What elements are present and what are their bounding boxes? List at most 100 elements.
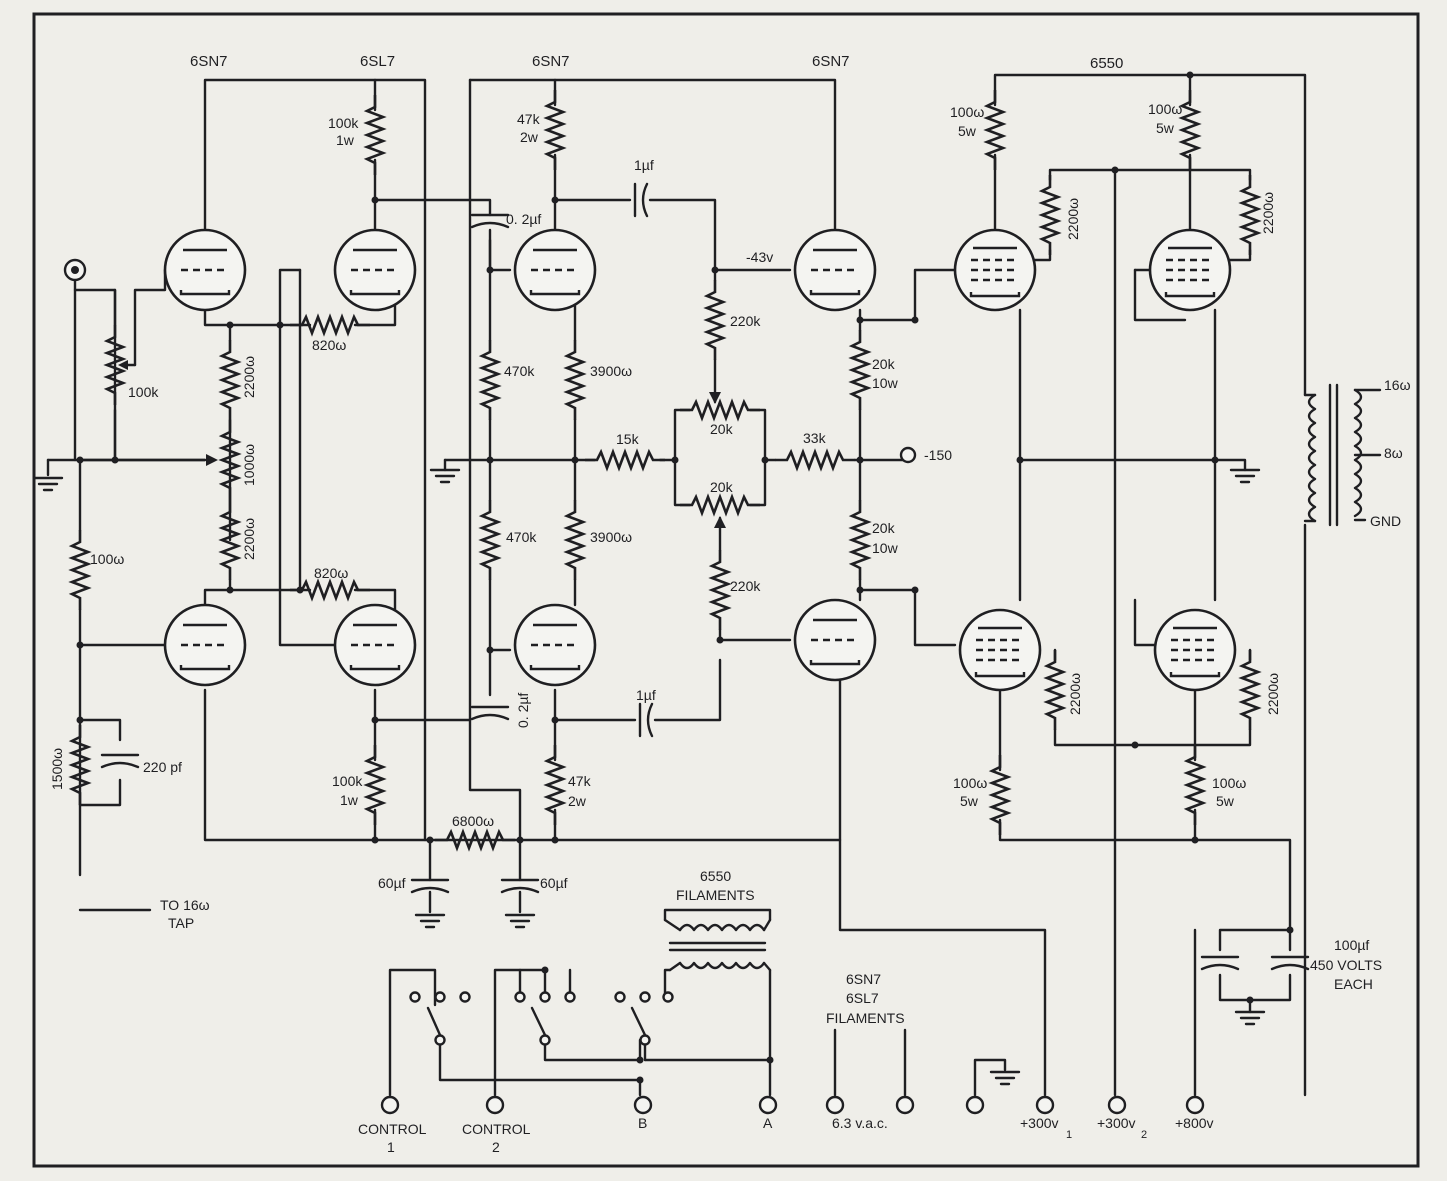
label-1000: 1000ω [241,444,257,486]
label-02uf-a: 0. 2µf [506,211,541,227]
label-20k-10w-a-w: 10w [872,375,899,391]
label-800v: +800v [1175,1115,1214,1131]
label-47k-2w-b-w: 2w [568,793,587,809]
label-1500: 1500ω [49,748,65,790]
label-minus43v: -43v [746,249,773,265]
terminals [63,258,1205,1115]
tube-6sn7-driver-a [513,228,597,312]
label-2200-b: 2200ω [1260,192,1276,234]
label-fil-6550: 6550 [700,868,731,884]
label-fil-6sn7: 6SN7 [846,971,881,987]
labels: 6SN7 6SL7 6SN7 6SN7 6550 100k 1w 47k 2w … [49,53,1411,1155]
label-pot-100k: 100k [128,384,159,400]
label-2200-e: 2200ω [1067,673,1083,715]
label-1uf-a: 1µf [634,157,654,173]
label-2200-c: 2200ω [241,356,257,398]
label-a: A [763,1115,773,1131]
label-2200-a: 2200ω [1065,198,1081,240]
tube-6sn7-input-a [163,228,247,312]
label-1uf-b: 1µf [636,687,656,703]
label-300v2: +300v [1097,1115,1136,1131]
label-out-8: 8ω [1384,445,1403,461]
tube-label-6sn7-a: 6SN7 [190,53,228,70]
label-6v3: 6.3 v.a.c. [832,1115,888,1131]
label-47k-2w-a: 47k [517,111,541,127]
label-100w-5w-a: 100ω [950,104,984,120]
label-220k-b: 220k [730,578,761,594]
label-pot-20k-b: 20k [710,479,734,495]
label-control2-num: 2 [492,1139,500,1155]
label-20k-10w-b: 20k [872,520,896,536]
label-300v1-sub: 1 [1066,1129,1072,1141]
label-minus150: -150 [924,447,952,463]
label-control2: CONTROL [462,1121,531,1137]
label-220k-a: 220k [730,313,761,329]
label-3900-a: 3900ω [590,363,632,379]
tube-6sn7-input-b [163,603,247,687]
label-fil-6sl7: 6SL7 [846,990,879,1006]
label-2200-f: 2200ω [1265,673,1281,715]
tube-6sl7-b [333,603,417,687]
label-100uf: 100µf [1334,937,1369,953]
label-out-16: 16ω [1384,377,1411,393]
tube-label-6sn7-c: 6SN7 [812,53,850,70]
label-02uf-b: 0. 2µf [515,693,531,728]
label-control1-num: 1 [387,1139,395,1155]
label-820-a: 820ω [312,337,346,353]
ground-symbols [32,468,1266,1086]
label-60uf-a: 60µf [378,875,406,891]
label-470k-a: 470k [504,363,535,379]
label-3900-b: 3900ω [590,529,632,545]
label-6800: 6800ω [452,813,494,829]
label-100k-1w-b: 100k [332,773,363,789]
label-100w-5w-b-w: 5w [1156,120,1175,136]
label-fil-6sn7-3: FILAMENTS [826,1010,905,1026]
tube-6sn7-cf-b [793,598,877,682]
label-to-16-tap: TO 16ω [160,897,210,913]
label-300v2-sub: 2 [1141,1129,1147,1141]
wiper-arrows [78,360,726,528]
capacitors [100,182,1310,971]
label-820-b: 820ω [314,565,348,581]
label-100w-5w-c: 100ω [953,775,987,791]
label-100k-1w-b-w: 1w [340,792,359,808]
tube-label-6sl7: 6SL7 [360,53,395,70]
label-b: B [638,1115,647,1131]
label-220pf: 220 pf [143,759,182,775]
label-20k-10w-b-w: 10w [872,540,899,556]
label-out-gnd: GND [1370,513,1401,529]
label-100w-5w-a-w: 5w [958,123,977,139]
tube-label-6sn7-b: 6SN7 [532,53,570,70]
tube-label-6550: 6550 [1090,55,1123,72]
output-transformer [1303,383,1363,527]
tube-6sn7-driver-b [513,603,597,687]
junction-dots [76,71,1294,1084]
label-100uf-3: EACH [1334,976,1373,992]
label-100w-5w-c-w: 5w [960,793,979,809]
label-pot-20k-a: 20k [710,421,734,437]
label-100w-5w-d: 100ω [1212,775,1246,791]
label-300v1: +300v [1020,1115,1059,1131]
label-47k-2w-a-w: 2w [520,129,539,145]
tube-6550-c [958,608,1042,692]
label-control1: CONTROL [358,1121,427,1137]
label-100k-1w-a-w: 1w [336,132,355,148]
tube-6sl7-a [333,228,417,312]
label-100k-1w-a: 100k [328,115,359,131]
label-2200-d: 2200ω [241,518,257,560]
tube-6550-d [1153,608,1237,692]
label-100: 100ω [90,551,124,567]
label-47k-2w-b: 47k [568,773,592,789]
tube-6550-a [953,228,1037,312]
label-100uf-2: 450 VOLTS [1310,957,1382,973]
tube-6550-b [1148,228,1232,312]
label-60uf-b: 60µf [540,875,568,891]
label-470k-b: 470k [506,529,537,545]
frame-border [32,12,1420,1168]
label-15k: 15k [616,431,640,447]
label-100w-5w-b: 100ω [1148,101,1182,117]
label-fil-6550-2: FILAMENTS [676,887,755,903]
filament-transformer [663,918,772,972]
label-to-16-tap-2: TAP [168,915,194,931]
